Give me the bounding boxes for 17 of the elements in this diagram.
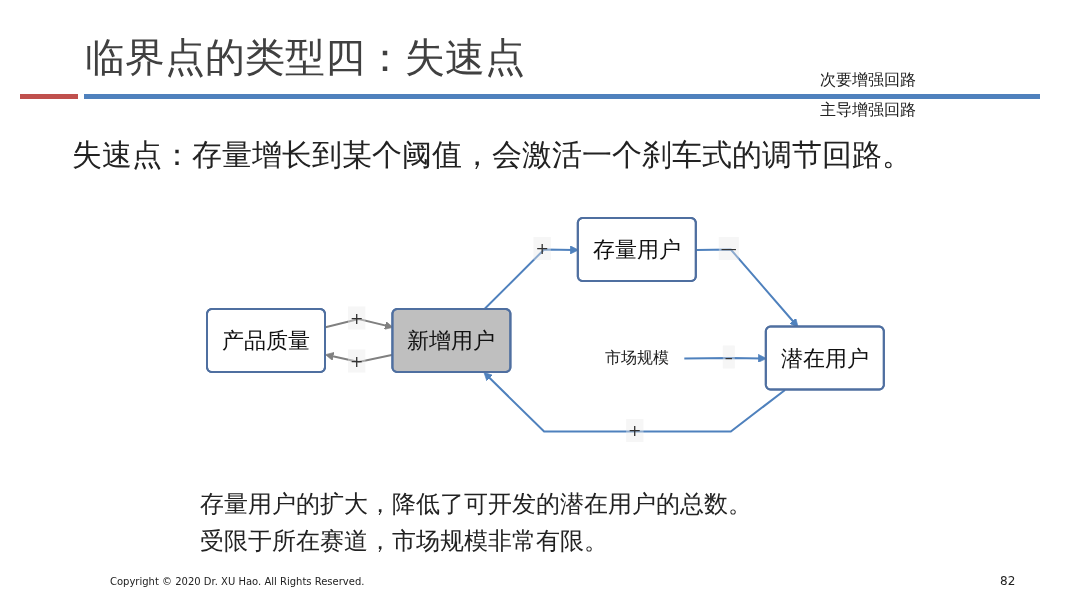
edge-label: –	[724, 347, 733, 367]
edge-label: +	[349, 308, 363, 328]
note-text: 存量用户的扩大，降低了可开发的潜在用户的总数。	[200, 489, 752, 520]
arrow	[324, 317, 393, 330]
subtitle: 失速点：存量增长到某个阈值，会激活一个刹车式的调节回路。	[72, 136, 912, 174]
copyright-text: Copyright © 2020 Dr. XU Hao. All Rights Reserved.	[110, 576, 365, 587]
arrow	[483, 372, 786, 433]
loop-label: 次要增强回路	[820, 70, 916, 91]
note-text: 受限于所在赛道，市场规模非常有限。	[200, 526, 608, 557]
node-text: 市场规模	[604, 348, 669, 367]
slide-title: 临界点的类型四：失速点	[85, 33, 525, 82]
page-number: 82	[1000, 574, 1016, 588]
edge-label: +	[349, 351, 363, 371]
edge-label: +	[535, 239, 549, 258]
edge-label: +	[627, 421, 642, 440]
loop-label: 主导增强回路	[820, 100, 916, 121]
edge-label: —	[720, 239, 737, 258]
